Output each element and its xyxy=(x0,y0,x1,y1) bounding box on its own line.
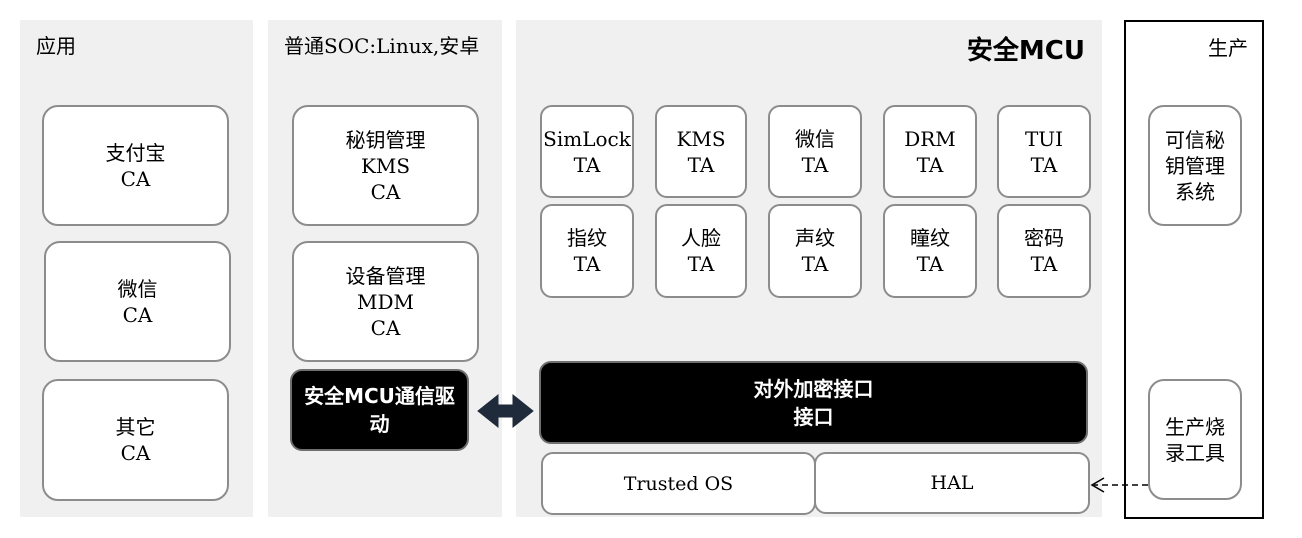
app-wechat-name: 微信 xyxy=(117,276,158,301)
ta-box-kms: KMS TA xyxy=(655,105,747,198)
ta-tui-name: TUI xyxy=(1024,126,1064,151)
mcu-interface-line2: 接口 xyxy=(793,404,834,429)
app-other-ca: CA xyxy=(120,441,151,465)
soc-box-mdm: 设备管理 MDM CA xyxy=(292,241,479,362)
production-burn-line2: 录工具 xyxy=(1165,440,1225,465)
ta-fingerprint-ta: TA xyxy=(573,252,601,276)
ta-kms-ta: TA xyxy=(687,152,715,177)
app-alipay-name: 支付宝 xyxy=(105,140,166,165)
soc-mdm-line3: CA xyxy=(370,315,401,340)
hal-box: HAL xyxy=(814,452,1090,514)
production-kms-box: 可信秘 钥管理 系统 xyxy=(1148,105,1242,226)
soc-kms-line2: KMS xyxy=(360,153,411,178)
app-box-wechat: 微信 CA xyxy=(44,241,231,362)
ta-wechat-name: 微信 xyxy=(795,126,835,151)
ta-voiceprint-ta: TA xyxy=(801,252,829,276)
ta-box-password: 密码 TA xyxy=(997,204,1091,298)
production-kms-line3: 系统 xyxy=(1175,179,1215,204)
soc-box-kms: 秘钥管理 KMS CA xyxy=(292,105,479,226)
ta-kms-name: KMS xyxy=(676,126,726,151)
ta-fingerprint-name: 指纹 xyxy=(567,226,607,250)
ta-password-ta: TA xyxy=(1030,252,1058,276)
bidirectional-arrow xyxy=(477,393,534,429)
soc-driver-line2: 动 xyxy=(369,412,390,436)
ta-face-name: 人脸 xyxy=(681,226,721,250)
mcu-interface-box: 对外加密接口 接口 xyxy=(539,361,1088,444)
app-wechat-ca: CA xyxy=(122,302,153,327)
mcu-panel-title: 安全MCU xyxy=(966,36,1085,66)
soc-kms-line3: CA xyxy=(370,179,401,204)
soc-kms-line1: 秘钥管理 xyxy=(345,127,426,152)
trusted-os-box: Trusted OS xyxy=(541,452,816,515)
ta-box-face: 人脸 TA xyxy=(655,204,747,298)
ta-simlock-name: SimLock xyxy=(543,126,631,151)
app-other-name: 其它 xyxy=(115,415,156,439)
app-alipay-ca: CA xyxy=(120,166,151,191)
production-burn-box: 生产烧 录工具 xyxy=(1148,379,1242,500)
ta-iris-name: 瞳纹 xyxy=(910,226,950,250)
soc-panel-title: 普通SOC:Linux,安卓 xyxy=(284,34,480,58)
production-kms-line1: 可信秘 xyxy=(1165,127,1225,152)
ta-iris-ta: TA xyxy=(916,252,944,276)
soc-driver-box: 安全MCU通信驱 动 xyxy=(290,369,469,451)
soc-mdm-line1: 设备管理 xyxy=(345,263,426,288)
ta-drm-name: DRM xyxy=(904,126,956,151)
ta-box-drm: DRM TA xyxy=(883,105,977,198)
ta-box-simlock: SimLock TA xyxy=(540,105,634,198)
ta-box-voiceprint: 声纹 TA xyxy=(768,204,862,298)
ta-box-tui: TUI TA xyxy=(997,105,1091,198)
ta-tui-ta: TA xyxy=(1030,152,1058,177)
mcu-interface-line1: 对外加密接口 xyxy=(753,376,874,401)
ta-voiceprint-name: 声纹 xyxy=(795,226,835,250)
app-box-alipay: 支付宝 CA xyxy=(42,105,229,226)
apps-panel-title: 应用 xyxy=(36,34,76,58)
soc-driver-line1: 安全MCU通信驱 xyxy=(304,384,455,408)
ta-password-name: 密码 xyxy=(1024,226,1064,250)
trusted-os-label: Trusted OS xyxy=(623,472,734,495)
production-kms-line2: 钥管理 xyxy=(1165,153,1225,178)
ta-box-iris: 瞳纹 TA xyxy=(883,204,977,298)
ta-wechat-ta: TA xyxy=(801,152,829,177)
hal-label: HAL xyxy=(930,472,974,494)
app-box-other: 其它 CA xyxy=(42,379,229,501)
dashed-arrow-head xyxy=(1090,477,1105,493)
soc-mdm-line2: MDM xyxy=(357,289,414,314)
ta-drm-ta: TA xyxy=(916,152,944,177)
production-burn-line1: 生产烧 xyxy=(1165,414,1225,439)
ta-box-wechat: 微信 TA xyxy=(768,105,862,198)
ta-box-fingerprint: 指纹 TA xyxy=(540,204,634,298)
ta-simlock-ta: TA xyxy=(573,152,601,177)
production-panel-title: 生产 xyxy=(1208,36,1248,60)
ta-face-ta: TA xyxy=(687,252,715,276)
